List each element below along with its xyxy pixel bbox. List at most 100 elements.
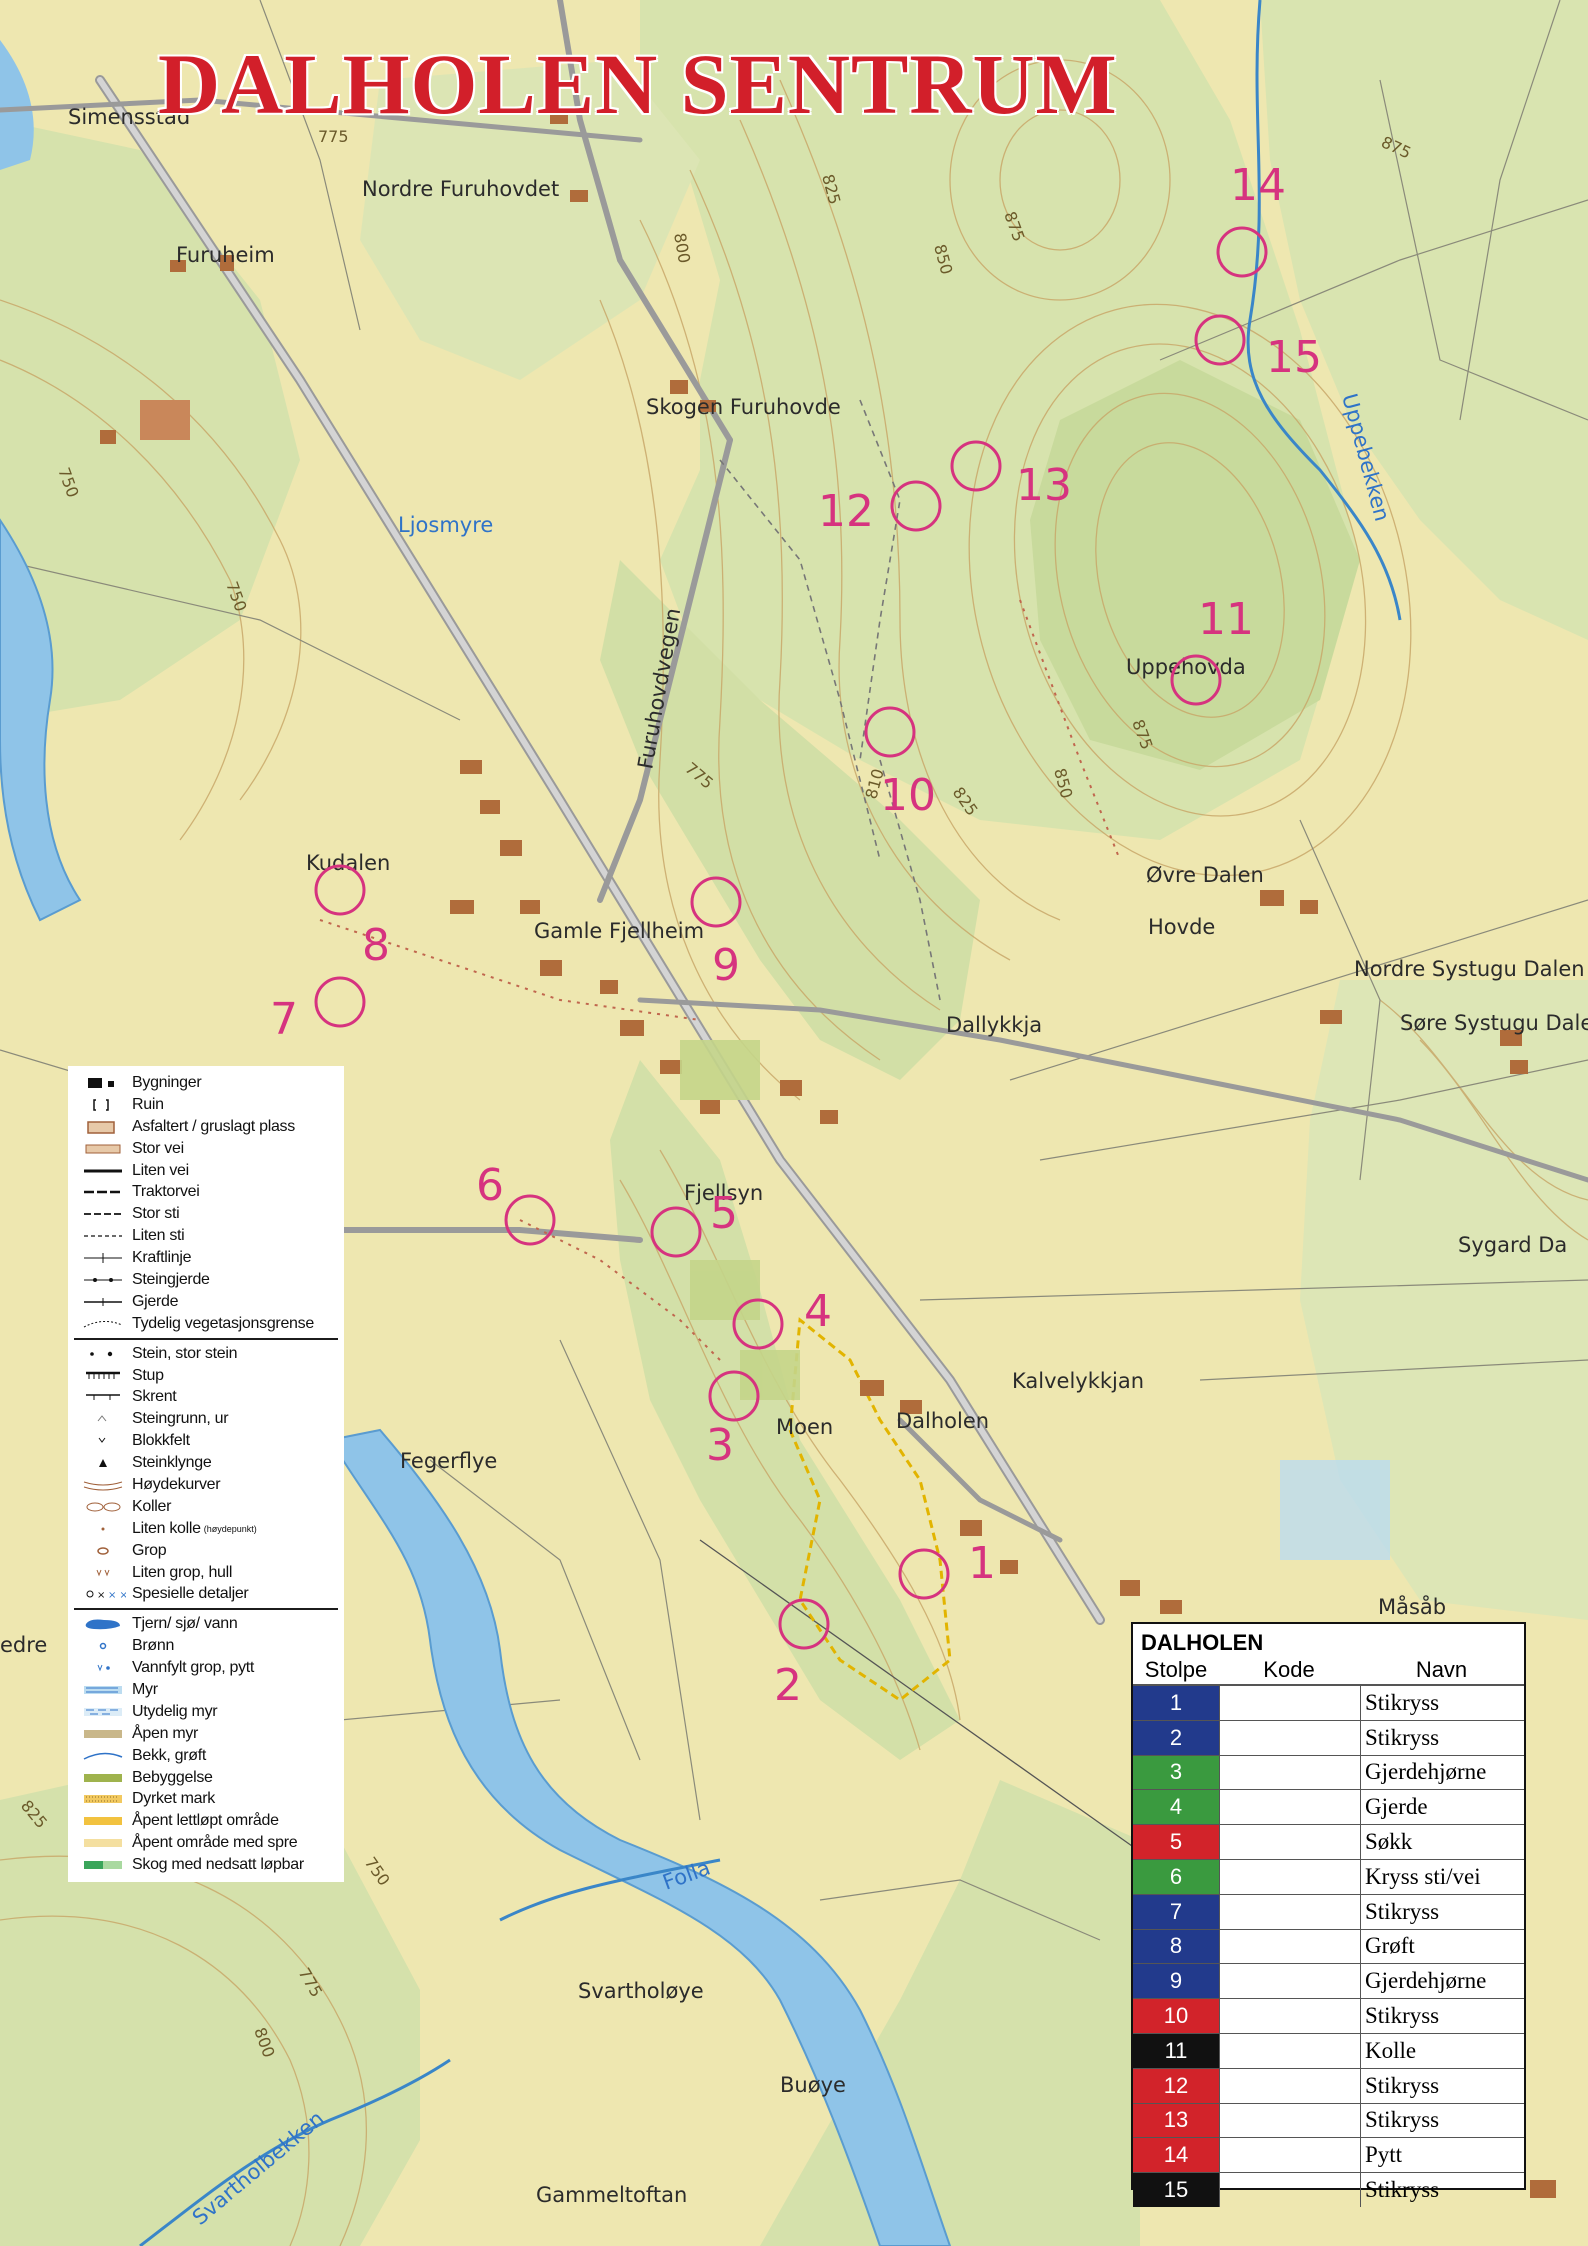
power-line xyxy=(699,1539,1181,1881)
legend-symbol-icon xyxy=(74,1203,132,1225)
control-row-code xyxy=(1219,1686,1361,1720)
water-name: Ljosmyre xyxy=(398,513,493,537)
legend-item: Liten vei xyxy=(74,1160,338,1182)
forest-east xyxy=(1260,0,1588,640)
forest-central xyxy=(600,560,980,1080)
control-row-number: 14 xyxy=(1133,2138,1219,2173)
legend-symbol-icon xyxy=(74,1832,132,1854)
place-name: Gammeltoftan xyxy=(536,2183,687,2207)
place-name: Buøye xyxy=(780,2073,846,2097)
control-row-description: Gjerde xyxy=(1365,1794,1428,1820)
control-circle-12 xyxy=(890,480,942,532)
legend-item: Myr xyxy=(74,1679,338,1701)
control-row-number: 9 xyxy=(1133,1964,1219,1999)
control-row-code xyxy=(1219,1859,1361,1894)
control-row-description: Kryss sti/vei xyxy=(1365,1863,1481,1889)
legend-item: Asfaltert / gruslagt plass xyxy=(74,1116,338,1138)
control-row-code xyxy=(1219,2138,1361,2173)
legend-item: Skrent xyxy=(74,1386,338,1408)
control-row-number: 8 xyxy=(1133,1929,1219,1964)
control-row-code xyxy=(1219,1964,1361,1999)
control-row-code xyxy=(1219,2103,1361,2138)
control-row-code xyxy=(1219,1755,1361,1790)
legend-item: Dyrket mark xyxy=(74,1789,338,1811)
legend-label: Skrent xyxy=(132,1388,177,1406)
legend-label: Liten sti xyxy=(132,1227,185,1245)
legend-symbol-icon xyxy=(74,1313,132,1335)
place-name: Dalholen xyxy=(896,1409,989,1433)
legend-symbol-icon xyxy=(74,1854,132,1876)
legend-label: Utydelig myr xyxy=(132,1702,218,1720)
place-name: Fegerflye xyxy=(400,1449,497,1473)
control-row-description: Stikryss xyxy=(1365,2003,1440,2029)
control-row-description: Stikryss xyxy=(1365,2107,1440,2133)
trails xyxy=(319,399,1121,1702)
control-row-code xyxy=(1219,2173,1361,2207)
legend-note: (høydepunkt) xyxy=(203,1523,257,1534)
legend-divider xyxy=(74,1337,338,1340)
uppebekken-stream xyxy=(1246,0,1402,621)
legend-symbol-icon xyxy=(74,1657,132,1679)
legend-symbol-icon xyxy=(74,1679,132,1701)
legend-item: Liten sti xyxy=(74,1225,338,1247)
legend-label: Steingjerde xyxy=(132,1270,210,1288)
legend-label: Stor sti xyxy=(132,1205,180,1223)
legend-symbol-icon xyxy=(74,1116,132,1138)
control-row-number: 2 xyxy=(1133,1720,1219,1755)
control-row-number: 15 xyxy=(1133,2173,1219,2207)
place-name: Moen xyxy=(776,1415,833,1439)
legend-item: Ruin xyxy=(74,1094,338,1116)
control-row-code xyxy=(1219,2068,1361,2103)
folla-river xyxy=(328,1428,952,2246)
place-name: Svartholøye xyxy=(578,1979,704,2003)
legend-item: Stor vei xyxy=(74,1138,338,1160)
legend-label: Grop xyxy=(132,1541,167,1559)
control-row-number: 5 xyxy=(1133,1825,1219,1859)
control-row-number: 6 xyxy=(1133,1859,1219,1894)
legend-symbol-icon xyxy=(74,1540,132,1562)
controls xyxy=(314,226,1268,1650)
control-row-number: 10 xyxy=(1133,1999,1219,2033)
course-line xyxy=(788,1317,952,1702)
west-river-north xyxy=(0,40,34,170)
legend-symbol-icon xyxy=(74,1094,132,1116)
legend-label: Kraftlinje xyxy=(132,1249,192,1267)
control-row-code xyxy=(1219,1825,1361,1859)
furuhovdvegen-road xyxy=(597,437,733,903)
place-name: Kalvelykkjan xyxy=(1012,1369,1144,1393)
buildings xyxy=(100,110,1556,2198)
legend-item: Stup xyxy=(74,1365,338,1387)
legend-item: Åpent område med spre xyxy=(74,1832,338,1854)
legend-symbol-icon xyxy=(74,1701,132,1723)
legend-symbol-icon xyxy=(74,1138,132,1160)
legend-label: Stein, stor stein xyxy=(132,1344,238,1362)
legend-label: Tjern/ sjø/ vann xyxy=(132,1615,238,1633)
place-name: Nordre Systugu Dalen xyxy=(1354,957,1585,981)
legend-item: Tydelig vegetasjonsgrense xyxy=(74,1313,338,1335)
legend-item: Bebyggelse xyxy=(74,1767,338,1789)
control-number: 2 xyxy=(774,1660,802,1711)
road-simensstad xyxy=(0,97,643,143)
road-west xyxy=(337,1227,643,1243)
legend-symbol-icon xyxy=(74,1386,132,1408)
legend-item: Blokkfelt xyxy=(74,1430,338,1452)
legend-label: Steinklynge xyxy=(132,1454,212,1472)
legend-symbol-icon xyxy=(74,1810,132,1832)
control-row-description: Stikryss xyxy=(1365,1898,1440,1924)
legend-symbol-icon xyxy=(74,1430,132,1452)
control-row-code xyxy=(1219,1929,1361,1964)
control-row-code xyxy=(1219,1999,1361,2033)
road-north xyxy=(557,0,733,443)
